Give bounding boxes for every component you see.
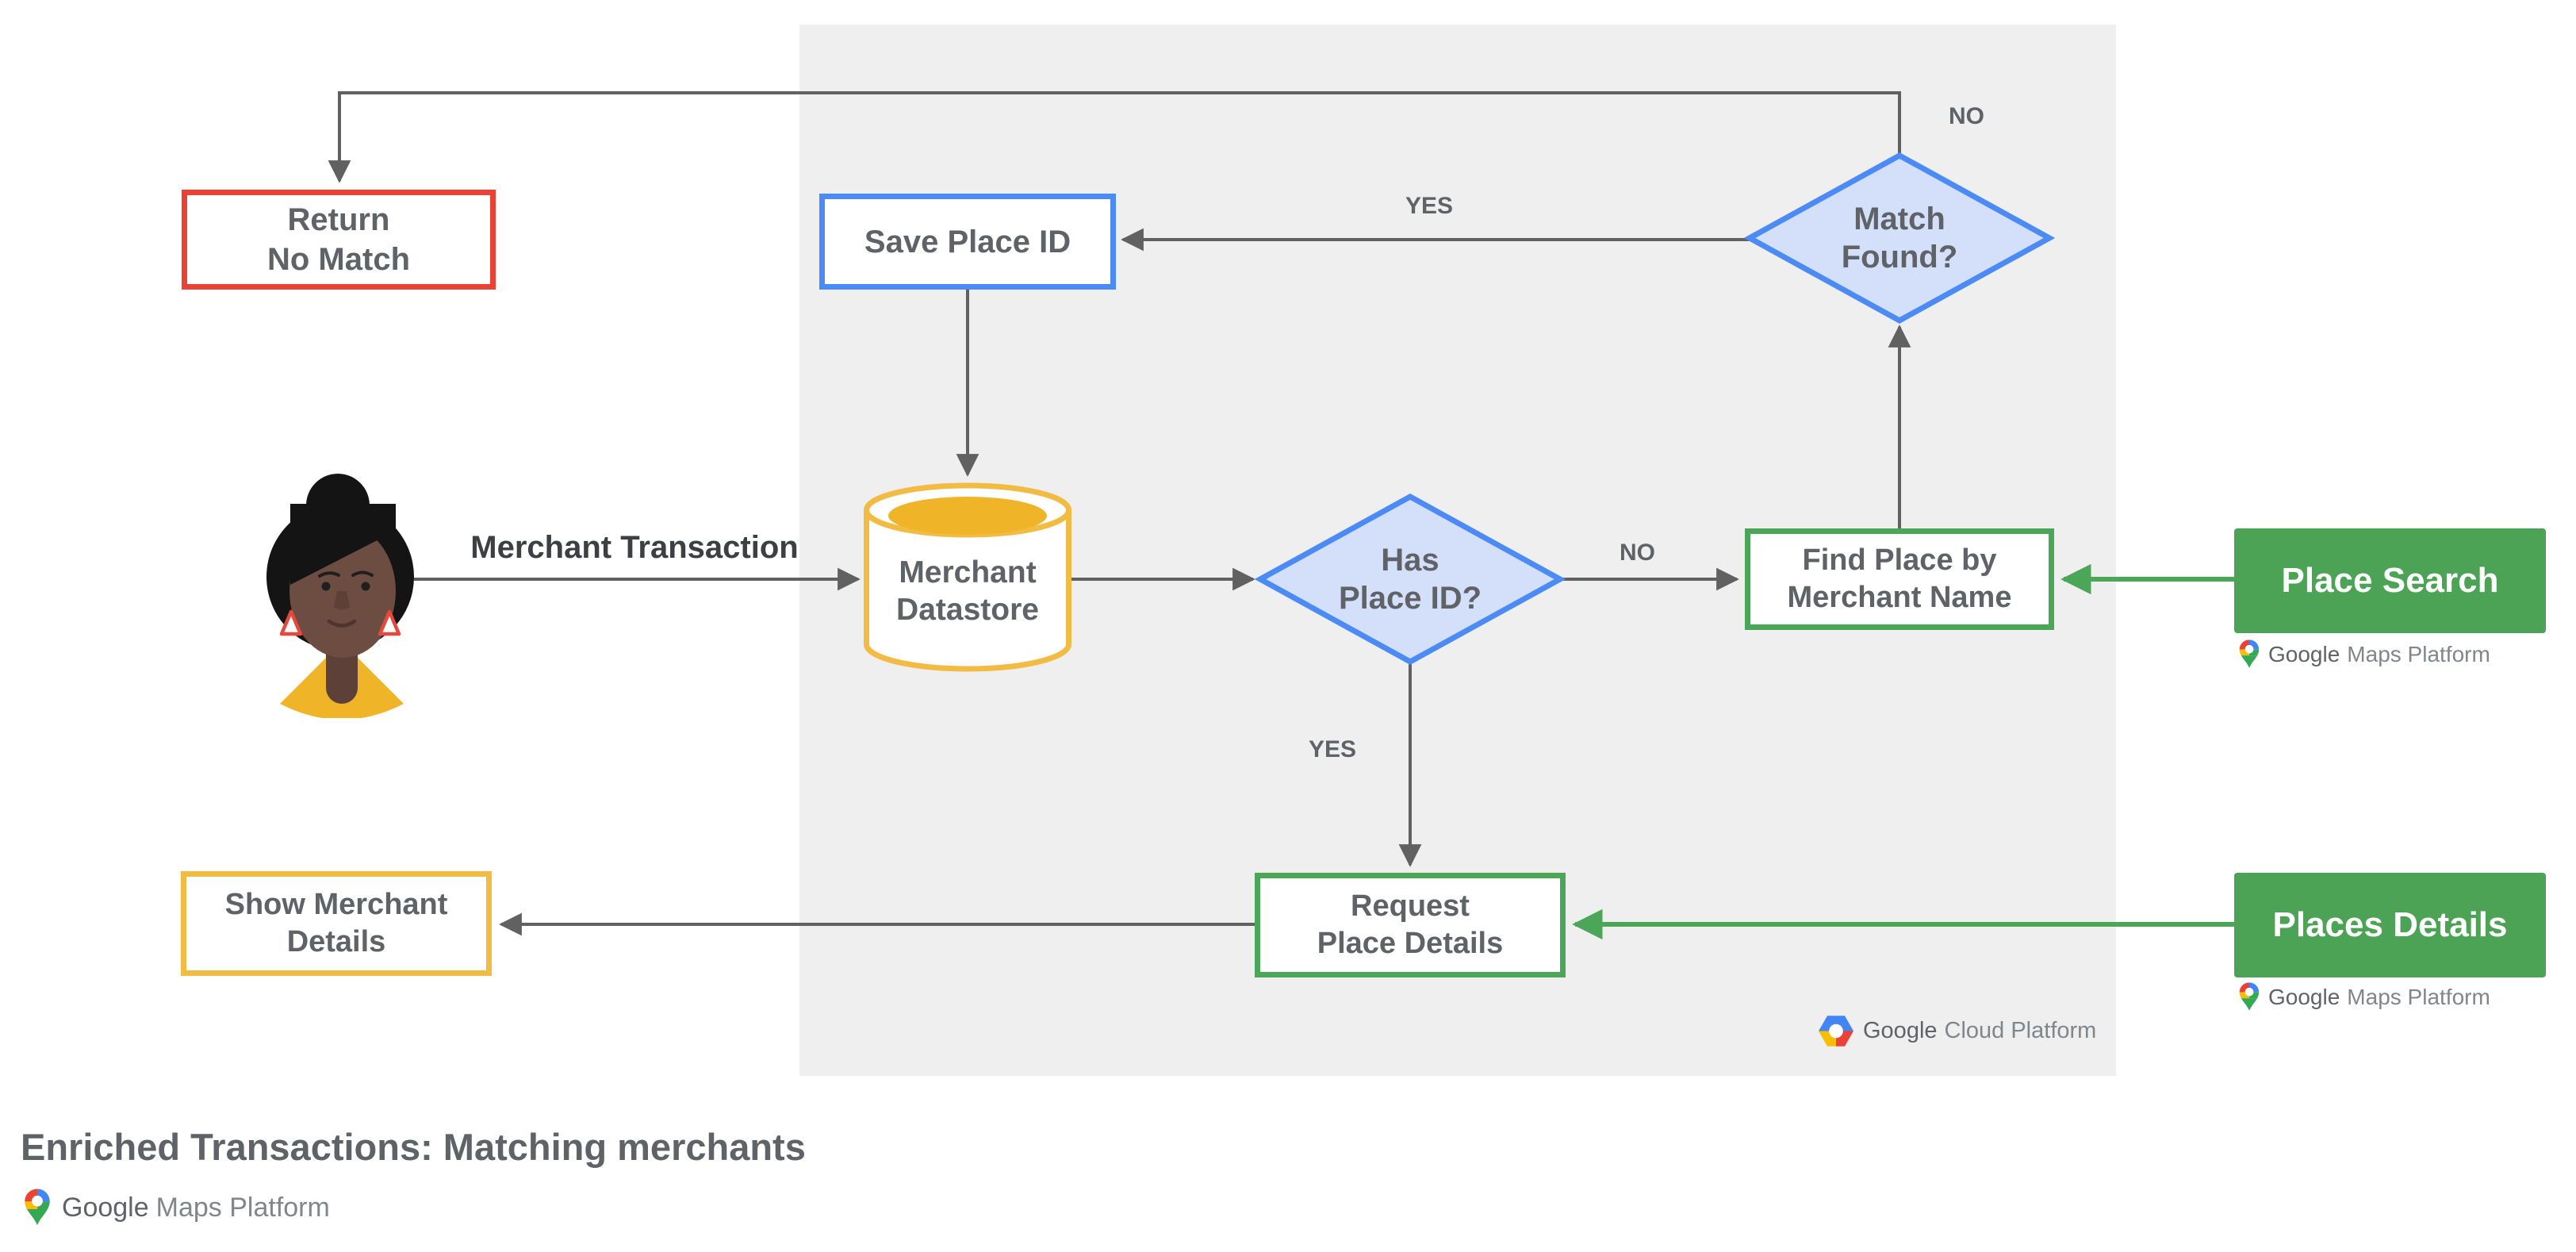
node-label: No Match <box>267 242 410 277</box>
node-label: Place Details <box>1317 927 1504 960</box>
google-cloud-platform-logo: Google Cloud Platform <box>1819 1016 2096 1047</box>
edge-label-has-place-id-no: NO <box>1620 540 1655 566</box>
logo-word-google: Google <box>1863 1018 1938 1043</box>
node-label: Merchant Name <box>1787 581 2012 614</box>
node-label: Find Place by <box>1802 543 1997 577</box>
node-match-found-label: Match Found? <box>1841 202 1958 275</box>
logo-word-product: Maps Platform <box>2347 985 2490 1009</box>
logo-word-product: Maps Platform <box>155 1192 330 1223</box>
logo-word-google: Google <box>2268 985 2340 1009</box>
edge-label-match-found-yes: YES <box>1405 193 1454 219</box>
node-label: Show Merchant <box>224 887 448 921</box>
node-show-merchant-details: Show Merchant Details <box>181 871 492 976</box>
merchant-datastore-cylinder <box>864 482 1071 672</box>
diagram-title: Enriched Transactions: Matching merchant… <box>21 1126 806 1168</box>
gcp-hexagon-icon <box>1819 1016 1853 1047</box>
avatar-earring-right <box>378 609 401 636</box>
logo-word-google: Google <box>62 1192 149 1223</box>
api-label: Place Search <box>2281 561 2499 600</box>
avatar-nose <box>334 591 350 610</box>
node-place-search-api: Place Search <box>2234 528 2546 633</box>
node-request-place-details: Request Place Details <box>1255 873 1566 977</box>
node-merchant-datastore-label: Merchant Datastore <box>896 555 1039 627</box>
map-pin-icon <box>2239 639 2260 668</box>
google-maps-platform-logo: Google Maps Platform <box>23 1188 330 1228</box>
node-return-no-match: Return No Match <box>182 190 496 290</box>
map-pin-icon <box>2239 982 2260 1011</box>
avatar-mouth <box>327 619 357 628</box>
node-label: Details <box>286 925 386 958</box>
edge-label-merchant-transaction: Merchant Transaction <box>470 530 799 565</box>
api-label: Places Details <box>2272 905 2508 944</box>
node-places-details-api: Places Details <box>2234 873 2546 977</box>
node-has-place-id-label: Has Place ID? <box>1338 543 1482 616</box>
edge-label-match-found-no: NO <box>1949 103 1984 129</box>
merchant-user-avatar <box>266 474 414 718</box>
google-maps-platform-logo: Google Maps Platform <box>2238 981 2490 1013</box>
node-label: Return <box>287 202 390 237</box>
has-place-id-diamond <box>1254 494 1566 665</box>
node-save-place-id: Save Place ID <box>819 194 1116 290</box>
node-find-place-by-merchant-name: Find Place by Merchant Name <box>1745 528 2054 630</box>
avatar-fringe <box>290 504 396 585</box>
logo-word-product: Cloud Platform <box>1944 1018 2097 1043</box>
logo-word-google: Google <box>2268 642 2340 666</box>
node-label: Request <box>1351 889 1470 923</box>
map-pin-icon <box>25 1189 50 1226</box>
logo-word-product: Maps Platform <box>2347 642 2490 666</box>
google-maps-platform-logo: Google Maps Platform <box>2238 639 2490 670</box>
avatar-earring-left <box>279 609 303 636</box>
edge-label-has-place-id-yes: YES <box>1309 736 1357 762</box>
edge-matchfound-no-to-return <box>328 91 1901 183</box>
match-found-diamond <box>1743 152 2056 324</box>
node-label: Save Place ID <box>864 224 1071 259</box>
